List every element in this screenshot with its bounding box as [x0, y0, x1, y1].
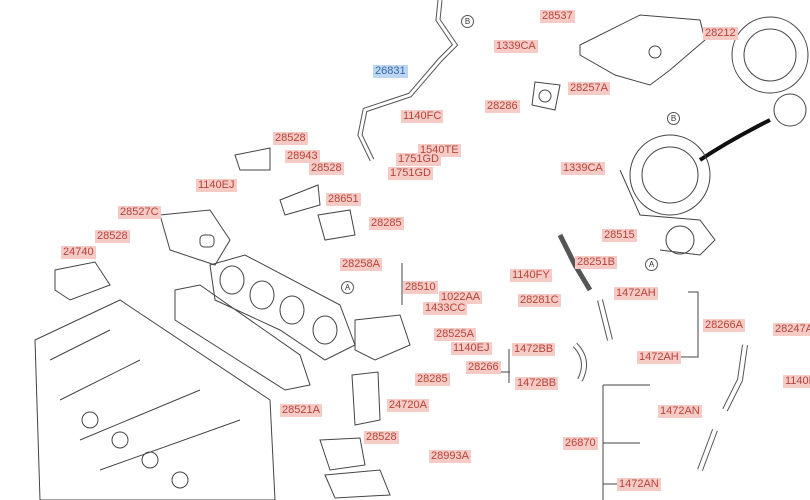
part-label-28251B[interactable]: 28251B [575, 256, 617, 269]
reference-marker-a: A [341, 281, 354, 294]
part-label-1433CC[interactable]: 1433CC [423, 302, 468, 315]
part-label-28285[interactable]: 28285 [415, 373, 450, 386]
part-label-28528[interactable]: 28528 [309, 162, 344, 175]
part-label-1339CA[interactable]: 1339CA [561, 162, 605, 175]
part-label-28286[interactable]: 28286 [485, 100, 520, 113]
part-label-1140EJ[interactable]: 1140EJ [783, 375, 810, 388]
part-label-1140FC[interactable]: 1140FC [401, 110, 444, 123]
part-label-28993A[interactable]: 28993A [429, 450, 471, 463]
part-label-28266[interactable]: 28266 [466, 361, 501, 374]
part-label-28266A[interactable]: 28266A [703, 319, 745, 332]
part-label-1472BB[interactable]: 1472BB [512, 343, 556, 356]
reference-marker-b: B [461, 15, 474, 28]
part-label-26870[interactable]: 26870 [563, 437, 598, 450]
part-label-1751GD[interactable]: 1751GD [396, 153, 441, 166]
part-label-28528[interactable]: 28528 [273, 132, 308, 145]
part-label-28527C[interactable]: 28527C [118, 206, 161, 219]
part-label-28257A[interactable]: 28257A [568, 82, 610, 95]
part-label-1472AN[interactable]: 1472AN [658, 405, 702, 418]
part-label-28212[interactable]: 28212 [703, 27, 738, 40]
part-label-28943[interactable]: 28943 [285, 150, 320, 163]
part-label-28528[interactable]: 28528 [95, 230, 130, 243]
part-label-28525A[interactable]: 28525A [434, 328, 476, 341]
part-label-28281C[interactable]: 28281C [518, 294, 561, 307]
part-label-1472BB[interactable]: 1472BB [515, 377, 559, 390]
part-label-28515[interactable]: 28515 [602, 229, 637, 242]
part-label-28651[interactable]: 28651 [326, 193, 361, 206]
part-label-28528[interactable]: 28528 [364, 431, 399, 444]
reference-marker-b: B [667, 112, 680, 125]
part-label-1472AH[interactable]: 1472AH [614, 287, 658, 300]
part-label-28258A[interactable]: 28258A [340, 258, 382, 271]
part-label-1140FY[interactable]: 1140FY [510, 269, 552, 282]
part-label-28285[interactable]: 28285 [369, 217, 404, 230]
part-label-1472AN[interactable]: 1472AN [617, 478, 661, 491]
part-label-26831[interactable]: 26831 [373, 65, 408, 78]
part-label-24720A[interactable]: 24720A [387, 399, 429, 412]
part-label-28521A[interactable]: 28521A [280, 404, 322, 417]
part-label-24740[interactable]: 24740 [61, 246, 96, 259]
part-label-1472AH[interactable]: 1472AH [637, 351, 681, 364]
part-label-28537[interactable]: 28537 [540, 10, 575, 23]
part-label-1022AA[interactable]: 1022AA [439, 291, 483, 304]
part-label-1140EJ[interactable]: 1140EJ [451, 342, 492, 355]
part-label-28510[interactable]: 28510 [403, 281, 438, 294]
part-label-1751GD[interactable]: 1751GD [388, 167, 433, 180]
reference-marker-a: A [645, 258, 658, 271]
part-label-1140EJ[interactable]: 1140EJ [196, 179, 237, 192]
part-label-28247A[interactable]: 28247A [773, 323, 810, 336]
part-label-1339CA[interactable]: 1339CA [494, 40, 538, 53]
